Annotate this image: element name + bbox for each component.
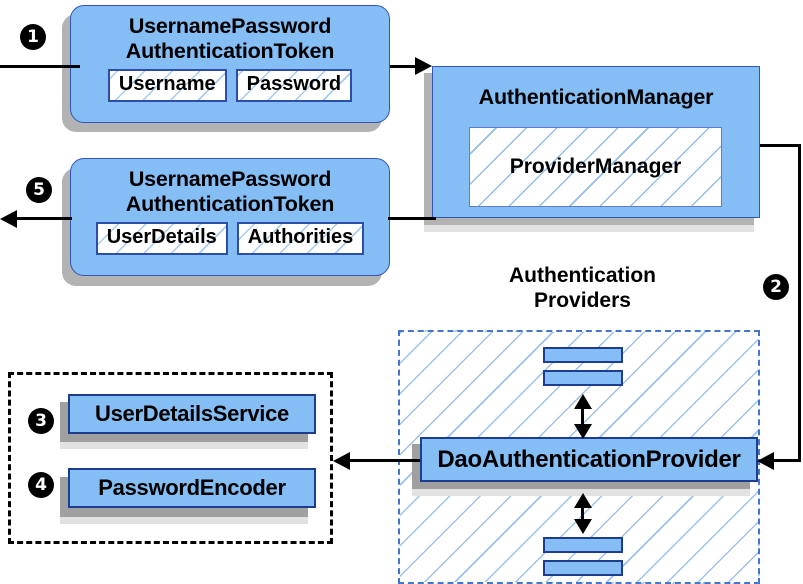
request-token-title-line1: UsernamePassword: [128, 14, 332, 38]
slot-password: Password: [235, 69, 353, 102]
request-token-title-line2: AuthenticationToken: [125, 39, 335, 63]
manager-to-response-token-line: [388, 217, 436, 220]
authentication-manager-box: AuthenticationManager ProviderManager: [432, 66, 760, 218]
providers-group-label-line2: Providers: [534, 289, 631, 312]
provider-link-line-top: [581, 400, 584, 430]
response-output-arrow: [0, 210, 17, 228]
step-marker-4: 4: [28, 472, 54, 498]
request-token-title: UsernamePassword AuthenticationToken: [125, 14, 335, 64]
provider-link-arrow-down-bottom: [574, 519, 592, 534]
token-to-manager-line: [390, 65, 426, 68]
slot-username: Username: [107, 69, 227, 102]
response-token-title-line1: UsernamePassword: [128, 167, 332, 191]
provider-link-arrow-up-top: [574, 394, 592, 409]
slot-userdetails: UserDetails: [95, 222, 228, 255]
provider-link-line-bottom: [581, 499, 584, 525]
request-token-card: UsernamePassword AuthenticationToken Use…: [70, 5, 390, 123]
passwordencoder-box: PasswordEncoder: [68, 468, 316, 508]
manager-to-provider-line-vert: [798, 144, 801, 462]
provider-link-arrow-up-bottom: [574, 493, 592, 508]
step-marker-1: 1: [20, 24, 46, 50]
response-token-slots: UserDetails Authorities: [95, 222, 365, 255]
provider-to-dependencies-arrow: [333, 452, 350, 470]
manager-to-provider-arrow: [757, 452, 774, 470]
provider-to-dependencies-line: [348, 459, 420, 462]
slot-authorities: Authorities: [236, 222, 365, 255]
response-token-title-line2: AuthenticationToken: [125, 192, 335, 216]
step-marker-5: 5: [26, 177, 52, 203]
provider-placeholder-bar-top-2: [543, 370, 623, 386]
userdetailsservice-box: UserDetailsService: [68, 394, 316, 434]
provider-manager-box: ProviderManager: [469, 127, 722, 207]
incoming-request-line: [0, 65, 80, 68]
provider-placeholder-bar-top-1: [543, 347, 623, 363]
providers-group-label-line1: Authentication: [509, 264, 656, 287]
provider-placeholder-bar-bottom-1: [543, 537, 623, 553]
response-token-card: UsernamePassword AuthenticationToken Use…: [70, 158, 390, 276]
authentication-manager-title: AuthenticationManager: [478, 85, 714, 109]
dao-authentication-provider-box: DaoAuthenticationProvider: [420, 437, 758, 482]
step-marker-2: 2: [763, 274, 789, 300]
token-to-manager-arrow: [415, 57, 432, 75]
response-output-line: [8, 217, 72, 220]
request-token-slots: Username Password: [107, 69, 353, 102]
manager-to-provider-line-top: [760, 144, 801, 147]
provider-link-arrow-down-top: [574, 424, 592, 439]
step-marker-3: 3: [28, 408, 54, 434]
providers-group-label: Authentication Providers: [470, 263, 695, 313]
manager-to-provider-line-bottom: [772, 459, 800, 462]
response-token-title: UsernamePassword AuthenticationToken: [125, 167, 335, 217]
provider-placeholder-bar-bottom-2: [543, 560, 623, 576]
